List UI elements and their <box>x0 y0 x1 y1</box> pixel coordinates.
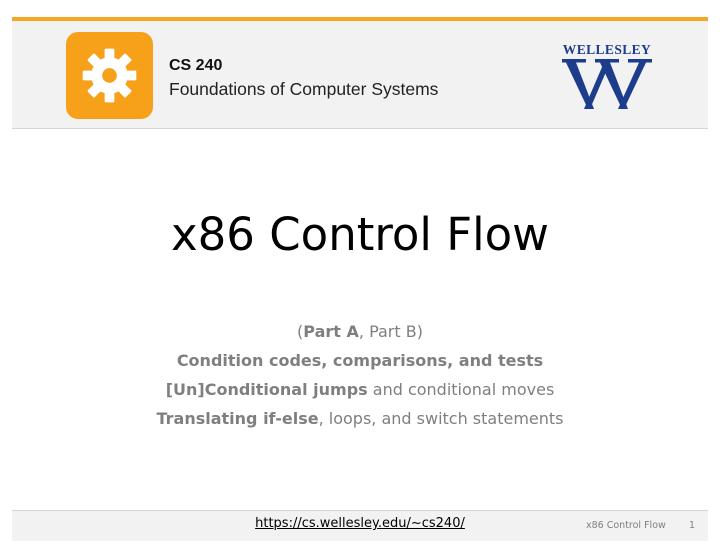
outline-item-condition-codes: Condition codes, comparisons, and tests <box>0 346 720 375</box>
outline-item-translating: Translating if-else, loops, and switch s… <box>0 404 720 433</box>
outline-part-b: , Part B) <box>358 322 423 341</box>
page-number: 1 <box>689 520 696 531</box>
slide-outline: (Part A, Part B) Condition codes, compar… <box>0 317 720 433</box>
outline-part-a: Part A <box>303 322 359 341</box>
slide-title: x86 Control Flow <box>171 208 549 261</box>
footer-band <box>12 510 708 541</box>
outline-item-rest: , loops, and switch statements <box>318 409 564 428</box>
outline-item-bold: [Un]Conditional jumps <box>165 380 368 399</box>
outline-parts-line: (Part A, Part B) <box>0 317 720 346</box>
institution-wordmark: WELLESLEY <box>562 42 652 57</box>
gear-icon <box>82 48 137 103</box>
outline-item-bold: Condition codes, comparisons, and tests <box>176 351 544 370</box>
top-accent-rule <box>12 17 708 21</box>
outline-item-jumps: [Un]Conditional jumps and conditional mo… <box>0 375 720 404</box>
course-logo-tile <box>66 32 153 119</box>
outline-item-bold: Translating if-else <box>156 409 319 428</box>
footer-deck-title: x86 Control Flow <box>586 520 666 531</box>
outline-item-rest: and conditional moves <box>367 380 555 399</box>
outline-parts-open: ( <box>297 322 304 341</box>
course-name: Foundations of Computer Systems <box>169 79 439 99</box>
course-website-link[interactable]: https://cs.wellesley.edu/~cs240/ <box>255 516 465 531</box>
wellesley-w-logo <box>562 59 652 109</box>
course-code: CS 240 <box>169 57 223 74</box>
